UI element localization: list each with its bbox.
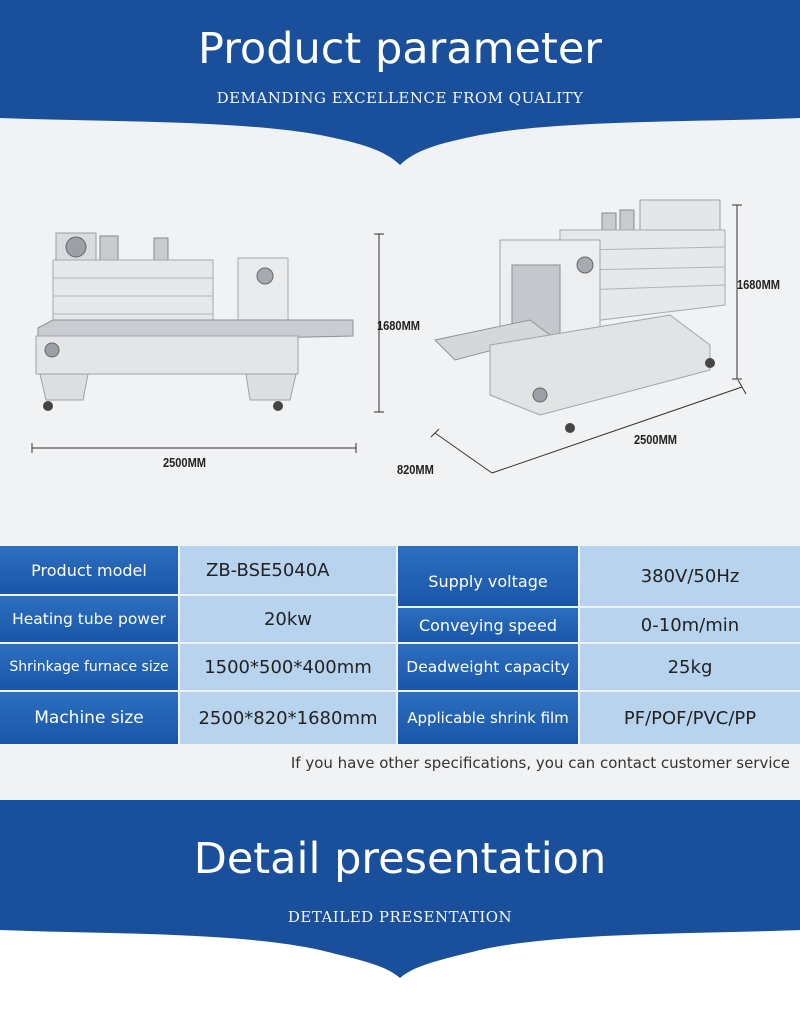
width-dimension-line bbox=[31, 443, 357, 453]
left-width-label: 2500MM bbox=[163, 455, 206, 470]
machine-front-view-image bbox=[35, 232, 354, 411]
contact-note: If you have other specifications, you ca… bbox=[290, 754, 790, 772]
spec-value-shrinkage-furnace-size: 1500*500*400mm bbox=[180, 644, 396, 690]
spec-value-supply-voltage: 380V/50Hz bbox=[580, 546, 800, 606]
spec-label-heating-tube-power: Heating tube power bbox=[0, 596, 178, 642]
spec-label-applicable-shrink-film: Applicable shrink film bbox=[398, 692, 578, 744]
spec-label-deadweight-capacity: Deadweight capacity bbox=[398, 644, 578, 690]
page-subtitle: DEMANDING EXCELLENCE FROM QUALITY bbox=[216, 89, 584, 107]
header-wave-shape bbox=[0, 0, 800, 165]
footer-wave-shape bbox=[0, 800, 800, 978]
height-dimension-line bbox=[374, 233, 384, 413]
spec-label-conveying-speed: Conveying speed bbox=[398, 608, 578, 642]
left-height-label: 1680MM bbox=[377, 318, 420, 333]
footer-banner: Detail presentation DETAILED PRESENTATIO… bbox=[0, 800, 800, 1010]
page-title: Product parameter bbox=[198, 24, 602, 74]
right-height-label: 1680MM bbox=[737, 277, 780, 292]
spec-value-product-model: ZB-BSE5040A bbox=[180, 546, 396, 594]
spec-value-conveying-speed: 0-10m/min bbox=[580, 608, 800, 642]
detail-title: Detail presentation bbox=[193, 834, 607, 884]
detail-subtitle: DETAILED PRESENTATION bbox=[287, 908, 513, 926]
spec-label-shrinkage-furnace-size: Shrinkage furnace size bbox=[0, 644, 178, 690]
machine-perspective-view-image bbox=[433, 199, 726, 433]
depth-length-dimension-lines bbox=[430, 379, 747, 474]
spec-label-machine-size: Machine size bbox=[0, 692, 178, 744]
spec-value-deadweight-capacity: 25kg bbox=[580, 644, 800, 690]
spec-value-applicable-shrink-film: PF/POF/PVC/PP bbox=[580, 692, 800, 744]
header-banner: Product parameter DEMANDING EXCELLENCE F… bbox=[0, 0, 800, 170]
specification-table: Product model ZB-BSE5040A Supply voltage… bbox=[0, 546, 800, 744]
right-height-dimension-line bbox=[732, 204, 742, 380]
spec-value-heating-tube-power: 20kw bbox=[180, 596, 396, 642]
spec-value-machine-size: 2500*820*1680mm bbox=[180, 692, 396, 744]
right-depth-label: 820MM bbox=[397, 462, 434, 477]
spec-label-supply-voltage: Supply voltage bbox=[398, 546, 578, 606]
spec-label-product-model: Product model bbox=[0, 546, 178, 594]
right-length-label: 2500MM bbox=[634, 432, 677, 447]
